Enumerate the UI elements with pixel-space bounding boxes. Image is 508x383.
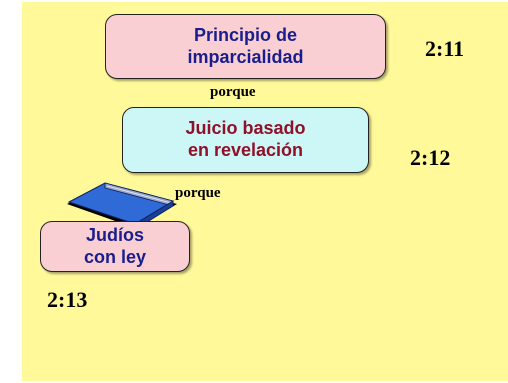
jews-with-law-box: Judíos con ley <box>40 221 190 272</box>
impartiality-principle-box: Principio de imparcialidad <box>105 14 386 79</box>
book-page-line <box>106 185 172 204</box>
connector-because-2: porque <box>175 185 221 201</box>
reference-2-11: 2:11 <box>425 36 465 61</box>
reference-2-12: 2:12 <box>410 145 451 170</box>
connector-because-1: porque <box>210 84 256 100</box>
reference-2-13: 2:13 <box>47 287 88 312</box>
revelation-judgment-box: Juicio basado en revelación <box>122 107 369 173</box>
